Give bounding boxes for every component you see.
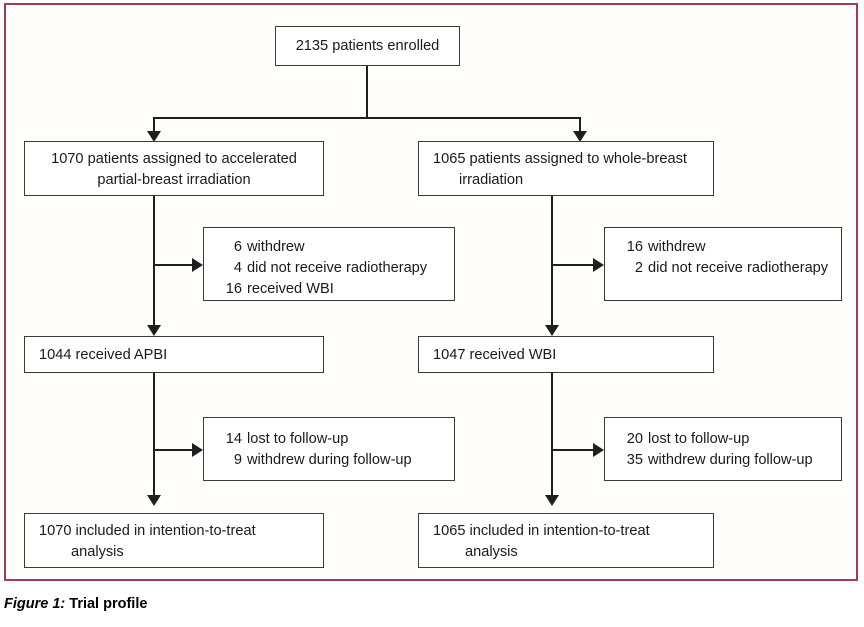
apbi-exclusion-label: withdrew	[247, 239, 305, 255]
wbi-exclusion-row: 2 did not receive radiotherapy	[619, 258, 828, 279]
apbi-followup-count: 14	[225, 431, 242, 447]
wbi-followup-row: 20 lost to follow-up	[619, 429, 813, 450]
connector-apbi-trunk1	[153, 196, 155, 327]
wbi-followup-list: 20 lost to follow-up 35 withdrew during fo…	[619, 429, 813, 471]
wbi-followup-label: lost to follow-up	[648, 431, 750, 447]
connector-enrollment-stem	[366, 66, 368, 118]
apbi-analysed-line1: 1070 included in intention-to-treat	[39, 523, 256, 539]
arrowhead-to-apbi-exclusions	[192, 258, 203, 272]
apbi-received-box: 1044 received APBI	[24, 336, 324, 373]
apbi-exclusion-row: 6 withdrew	[218, 237, 427, 258]
wbi-analysed-box: 1065 included in intention-to-treat anal…	[418, 513, 714, 568]
apbi-analysed-box: 1070 included in intention-to-treat anal…	[24, 513, 324, 568]
wbi-followup-count: 20	[626, 431, 643, 447]
apbi-followup-label: withdrew during follow-up	[247, 452, 412, 468]
connector-wbi-exclusion-branch	[551, 264, 596, 266]
wbi-exclusion-count: 16	[626, 239, 643, 255]
connector-wbi-trunk2	[551, 373, 553, 497]
apbi-exclusion-count: 16	[225, 281, 242, 297]
connector-apbi-followup-branch	[153, 449, 195, 451]
connector-split-left	[153, 117, 155, 133]
apbi-followup-row: 9 withdrew during follow-up	[218, 450, 412, 471]
apbi-exclusion-count: 4	[233, 260, 242, 276]
arrowhead-to-wbi-followup	[593, 443, 604, 457]
connector-apbi-trunk2	[153, 373, 155, 497]
figure-title: Trial profile	[69, 596, 148, 612]
apbi-assigned-box: 1070 patients assigned to accelerated pa…	[24, 141, 324, 196]
apbi-exclusion-label: received WBI	[247, 281, 334, 297]
wbi-followup-row: 35 withdrew during follow-up	[619, 450, 813, 471]
arrowhead-to-apbi-analysed	[147, 495, 161, 506]
wbi-analysed-line1: 1065 included in intention-to-treat	[433, 523, 650, 539]
connector-split-bar	[153, 117, 580, 119]
connector-split-right	[579, 117, 581, 133]
wbi-exclusions-box: 16 withdrew 2 did not receive radiotherapy	[604, 227, 842, 301]
figure-frame: 2135 patients enrolled 1070 patients ass…	[4, 3, 858, 581]
arrowhead-to-wbi-received	[545, 325, 559, 336]
wbi-exclusion-label: withdrew	[648, 239, 706, 255]
apbi-received-label: 1044 received APBI	[39, 347, 168, 363]
apbi-assigned-line2: partial-breast irradiation	[97, 172, 251, 188]
wbi-analysed-line2: analysis	[465, 544, 518, 560]
wbi-exclusion-list: 16 withdrew 2 did not receive radiotherapy	[619, 237, 828, 279]
arrowhead-to-wbi-exclusions	[593, 258, 604, 272]
arrowhead-to-wbi-analysed	[545, 495, 559, 506]
wbi-followup-count: 35	[626, 452, 643, 468]
apbi-followup-list: 14 lost to follow-up 9 withdrew during fol…	[218, 429, 412, 471]
enrollment-box: 2135 patients enrolled	[275, 26, 460, 66]
wbi-assigned-line1: 1065 patients assigned to whole-breast	[433, 151, 687, 167]
figure-caption: Figure 1: Trial profile	[4, 596, 147, 612]
figure-number: Figure 1:	[4, 596, 66, 612]
wbi-received-box: 1047 received WBI	[418, 336, 714, 373]
arrowhead-to-apbi-assigned	[147, 131, 161, 142]
connector-wbi-trunk1	[551, 196, 553, 327]
apbi-followup-count: 9	[233, 452, 242, 468]
apbi-exclusion-row: 16 received WBI	[218, 279, 427, 300]
connector-apbi-exclusion-branch	[153, 264, 195, 266]
wbi-exclusion-label: did not receive radiotherapy	[648, 260, 829, 276]
wbi-assigned-box: 1065 patients assigned to whole-breast i…	[418, 141, 714, 196]
arrowhead-to-apbi-followup	[192, 443, 203, 457]
apbi-exclusion-label: did not receive radiotherapy	[247, 260, 428, 276]
apbi-followup-label: lost to follow-up	[247, 431, 349, 447]
apbi-followup-box: 14 lost to follow-up 9 withdrew during fol…	[203, 417, 455, 481]
arrowhead-to-wbi-assigned	[573, 131, 587, 142]
apbi-followup-row: 14 lost to follow-up	[218, 429, 412, 450]
wbi-assigned-line2: irradiation	[459, 172, 524, 188]
wbi-exclusion-count: 2	[634, 260, 643, 276]
apbi-exclusion-count: 6	[233, 239, 242, 255]
apbi-assigned-line1: 1070 patients assigned to accelerated	[51, 151, 297, 167]
wbi-exclusion-row: 16 withdrew	[619, 237, 828, 258]
wbi-followup-box: 20 lost to follow-up 35 withdrew during fo…	[604, 417, 842, 481]
enrollment-label: 2135 patients enrolled	[295, 38, 440, 54]
arrowhead-to-apbi-received	[147, 325, 161, 336]
wbi-received-label: 1047 received WBI	[433, 347, 557, 363]
wbi-followup-label: withdrew during follow-up	[648, 452, 813, 468]
apbi-analysed-line2: analysis	[71, 544, 124, 560]
connector-wbi-followup-branch	[551, 449, 596, 451]
apbi-exclusion-row: 4 did not receive radiotherapy	[218, 258, 427, 279]
